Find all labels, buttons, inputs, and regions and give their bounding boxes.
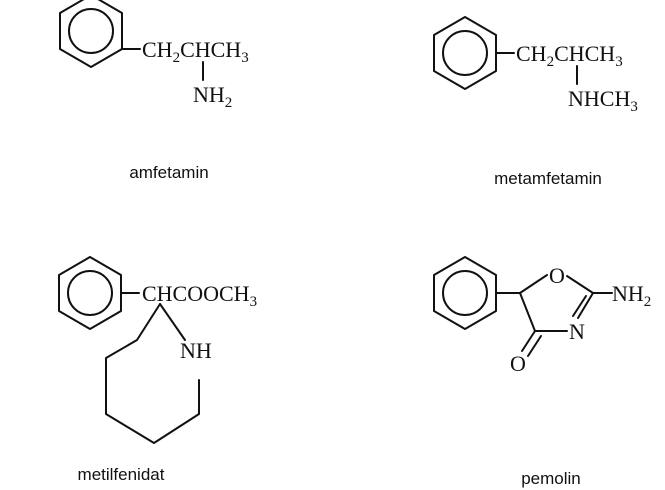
metilfenidat-aromatic-circle: [67, 270, 113, 316]
pemolin-c4-c5-bond: [519, 292, 536, 332]
pemolin-structure: O NH2 N O pemolin: [433, 256, 651, 488]
metilfenidat-benzene-ring: [58, 256, 122, 330]
amfetamin-aromatic-circle: [68, 8, 114, 54]
pemolin-o1-c2-bond: [566, 275, 594, 294]
metilfenidat-piperidine-ring: [105, 303, 200, 444]
metilfenidat-structure: CHCOOCH3 NH metilfenidat: [58, 256, 257, 484]
metamfetamin-structure: CH2CHCH3 NHCH3 metamfetamin: [433, 16, 638, 188]
amfetamin-benzene-ring: [59, 0, 123, 68]
pemolin-benzene-ring: [433, 256, 497, 330]
pemolin-aromatic-circle: [442, 270, 488, 316]
pemolin-ring-nitrogen: N: [569, 319, 585, 344]
amfetamin-structure: CH2CHCH3 NH2 amfetamin: [59, 0, 249, 182]
pemolin-carbonyl-oxygen: O: [510, 351, 526, 376]
metamfetamin-aromatic-circle: [442, 30, 488, 76]
pemolin-c2-n3-bond: [577, 292, 594, 319]
metilfenidat-chain-label: CHCOOCH3: [142, 281, 257, 310]
pemolin-amine-label: NH2: [612, 281, 651, 310]
metamfetamin-benzene-ring: [433, 16, 497, 90]
amfetamin-amine-label: NH2: [193, 82, 232, 111]
metamfetamin-amine-label: NHCH3: [568, 86, 638, 115]
pemolin-caption: pemolin: [521, 469, 581, 488]
amfetamin-chain-label: CH2CHCH3: [142, 37, 249, 66]
pemolin-c4-o-bond: [521, 330, 536, 352]
pemolin-c5-o1-bond: [519, 274, 548, 294]
pemolin-ring-oxygen: O: [549, 263, 565, 288]
pemolin-c2-n3-double-bond: [572, 295, 587, 317]
metilfenidat-nh-label: NH: [180, 338, 212, 363]
metamfetamin-caption: metamfetamin: [494, 169, 602, 188]
amfetamin-caption: amfetamin: [129, 163, 208, 182]
pemolin-c4-o-double-bond: [527, 335, 542, 357]
metilfenidat-caption: metilfenidat: [78, 465, 165, 484]
metamfetamin-chain-label: CH2CHCH3: [516, 41, 623, 70]
